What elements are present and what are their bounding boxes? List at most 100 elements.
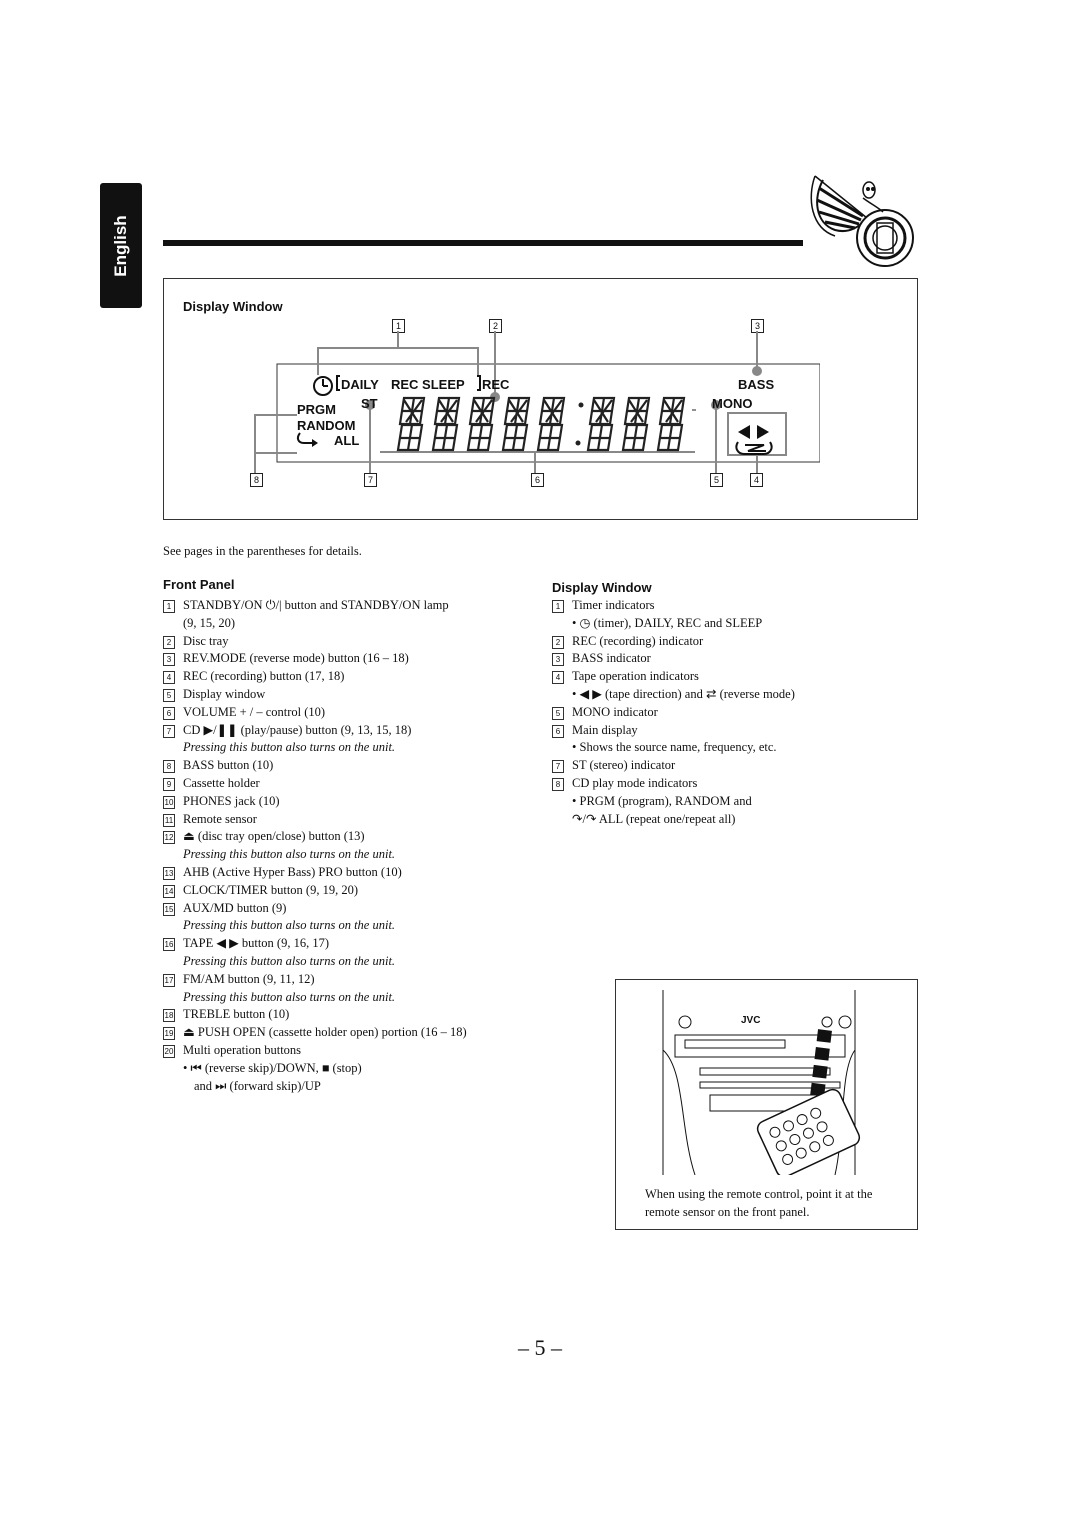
random-indicator: RANDOM [297, 418, 356, 433]
item-number: 19 [163, 1027, 175, 1041]
item-text: Multi operation buttons [183, 1042, 302, 1057]
callout-5: 5 [710, 473, 723, 487]
list-item: 4 REC (recording) button (17, 18) [163, 668, 467, 686]
item-text: CD ▶/❚❚ (play/pause) button (9, 13, 15, … [183, 722, 412, 737]
callout-4: 4 [750, 473, 763, 487]
item-number: 4 [163, 671, 175, 685]
list-item: 7 ST (stereo) indicator [552, 757, 795, 775]
item-number: 9 [163, 777, 175, 791]
display-window-diagram [163, 278, 918, 520]
item-number: 14 [163, 884, 175, 898]
see-pages-note: See pages in the parentheses for details… [163, 544, 362, 558]
item-number: 7 [552, 760, 564, 774]
item-note: Pressing this button also turns on the u… [183, 740, 396, 755]
item-text: MONO indicator [572, 704, 658, 719]
diagram-title: Display Window [183, 299, 283, 314]
item-bullet: • ◷ (timer), DAILY, REC and SLEEP [572, 615, 763, 630]
mono-indicator: MONO [712, 396, 753, 411]
item-bullet: • ⏮ (reverse skip)/DOWN, ■ (stop) [183, 1060, 362, 1075]
language-tab-label: English [111, 214, 130, 277]
item-text: BASS button (10) [183, 758, 274, 773]
item-bullet: • Shows the source name, frequency, etc. [572, 740, 777, 755]
brand-logo: JVC [741, 1015, 761, 1026]
item-text: Main display [572, 722, 638, 737]
item-number: 4 [552, 671, 564, 685]
bass-indicator: BASS [738, 377, 775, 392]
item-number: 11 [163, 813, 175, 827]
item-text: STANDBY/ON ⏻/| button and STANDBY/ON lam… [183, 598, 449, 612]
item-number: 7 [163, 724, 175, 738]
front-panel-heading: Front Panel [163, 577, 235, 592]
item-note: Pressing this button also turns on the u… [183, 953, 396, 968]
item-note: Pressing this button also turns on the u… [183, 989, 396, 1004]
item-text: ⏏ (disc tray open/close) button (13) [183, 829, 365, 844]
item-number: 3 [552, 653, 564, 667]
item-number: 12 [163, 831, 175, 845]
item-text: VOLUME + / – control (10) [183, 704, 326, 719]
item-text: REC (recording) indicator [572, 633, 704, 648]
front-panel-list: 1 STANDBY/ON ⏻/| button and STANDBY/ON la… [163, 597, 467, 1095]
item-number: 5 [163, 688, 175, 702]
item-text: Display window [183, 686, 266, 701]
item-note: Pressing this button also turns on the u… [183, 918, 396, 933]
item-number: 1 [163, 600, 175, 613]
item-text: TREBLE button (10) [183, 1007, 290, 1022]
list-item: 10 PHONES jack (10) [163, 793, 467, 811]
st-indicator: ST [361, 396, 378, 411]
list-item: 14 CLOCK/TIMER button (9, 19, 20) [163, 882, 467, 900]
list-item: 16 TAPE ◀ ▶ button (9, 16, 17) [163, 935, 467, 953]
item-text: ST (stereo) indicator [572, 758, 676, 773]
item-text: FM/AM button (9, 11, 12) [183, 971, 315, 986]
list-item: 4 Tape operation indicators [552, 668, 795, 686]
item-number: 2 [163, 635, 175, 649]
callout-6: 6 [531, 473, 544, 487]
item-bullet-continuation: and ⏭ (forward skip)/UP [194, 1078, 321, 1093]
item-number: 16 [163, 938, 175, 952]
list-item: 6 Main display [552, 722, 795, 740]
item-number: 2 [552, 635, 564, 649]
daily-indicator: DAILY [341, 377, 379, 392]
list-item: 1 STANDBY/ON ⏻/| button and STANDBY/ON la… [163, 597, 467, 615]
list-item: 11 Remote sensor [163, 811, 467, 829]
horn-mascot-illustration [810, 175, 914, 267]
rec-indicator: REC [482, 377, 510, 392]
callout-7: 7 [364, 473, 377, 487]
item-number: 8 [552, 777, 564, 791]
item-bullet: • PRGM (program), RANDOM and [572, 793, 752, 808]
item-text: PHONES jack (10) [183, 793, 280, 808]
item-continuation: (9, 15, 20) [183, 615, 236, 630]
list-item: 5 Display window [163, 686, 467, 704]
item-note: Pressing this button also turns on the u… [183, 847, 396, 862]
callout-8: 8 [250, 473, 263, 487]
list-item: 7 CD ▶/❚❚ (play/pause) button (9, 13, 15,… [163, 722, 467, 740]
item-bullet: • ◀ ▶ (tape direction) and ⇄ (reverse mo… [572, 686, 795, 701]
item-text: CLOCK/TIMER button (9, 19, 20) [183, 882, 358, 897]
remote-caption: When using the remote control, point it … [645, 1187, 873, 1219]
remote-illustration-box [615, 979, 918, 1230]
item-number: 3 [163, 653, 175, 667]
item-number: 5 [552, 706, 564, 720]
item-text: REC (recording) button (17, 18) [183, 669, 345, 684]
all-indicator: ALL [334, 433, 360, 448]
page-number: – 5 – [518, 1335, 562, 1360]
prgm-indicator: PRGM [297, 402, 336, 417]
item-text: Tape operation indicators [572, 669, 699, 684]
list-item: 5 MONO indicator [552, 704, 795, 722]
list-item: 12 ⏏ (disc tray open/close) button (13) [163, 828, 467, 846]
item-text: ⏏ PUSH OPEN (cassette holder open) porti… [183, 1025, 467, 1040]
item-text: CD play mode indicators [572, 775, 698, 790]
item-text: Remote sensor [183, 811, 257, 826]
list-item: 2 REC (recording) indicator [552, 633, 795, 651]
item-number: 10 [163, 795, 175, 809]
list-item: 19 ⏏ PUSH OPEN (cassette holder open) por… [163, 1024, 467, 1042]
item-text: TAPE ◀ ▶ button (9, 16, 17) [183, 936, 329, 951]
item-number: 6 [552, 724, 564, 738]
